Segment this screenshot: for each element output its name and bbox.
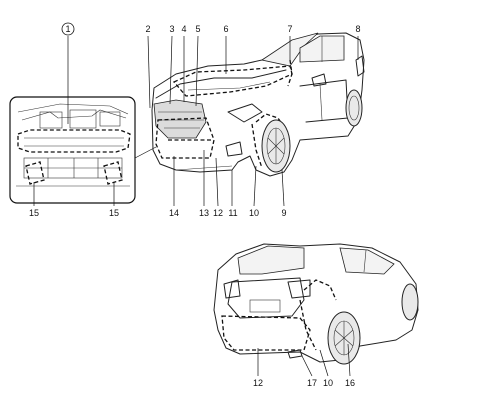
- callout-13: 13: [199, 208, 209, 218]
- inset-detail: [9, 96, 157, 204]
- callout-5: 5: [195, 24, 200, 34]
- front-vehicle-view: [151, 32, 365, 177]
- rear-vehicle-view: [213, 243, 419, 365]
- callout-labels: 1 2 3 4 5 6 7 8 14 13 12 11 10 9 15 15 1…: [29, 22, 361, 388]
- callout-rear-10: 10: [323, 378, 333, 388]
- callout-10: 10: [249, 208, 259, 218]
- callout-9: 9: [281, 208, 286, 218]
- callout-1: 1: [65, 24, 70, 34]
- callout-2: 2: [145, 24, 150, 34]
- callout-8: 8: [355, 24, 360, 34]
- callout-15-right: 15: [109, 208, 119, 218]
- callout-15-left: 15: [29, 208, 39, 218]
- callout-12: 12: [213, 208, 223, 218]
- front-leader-lines: [33, 35, 359, 207]
- callout-16: 16: [345, 378, 355, 388]
- rear-leader-lines: [257, 343, 351, 377]
- callout-6: 6: [223, 24, 228, 34]
- callout-14: 14: [169, 208, 179, 218]
- callout-11: 11: [228, 208, 237, 218]
- callout-rear-12: 12: [253, 378, 263, 388]
- callout-3: 3: [169, 24, 174, 34]
- callout-7: 7: [287, 24, 292, 34]
- callout-17: 17: [307, 378, 317, 388]
- callout-4: 4: [181, 24, 186, 34]
